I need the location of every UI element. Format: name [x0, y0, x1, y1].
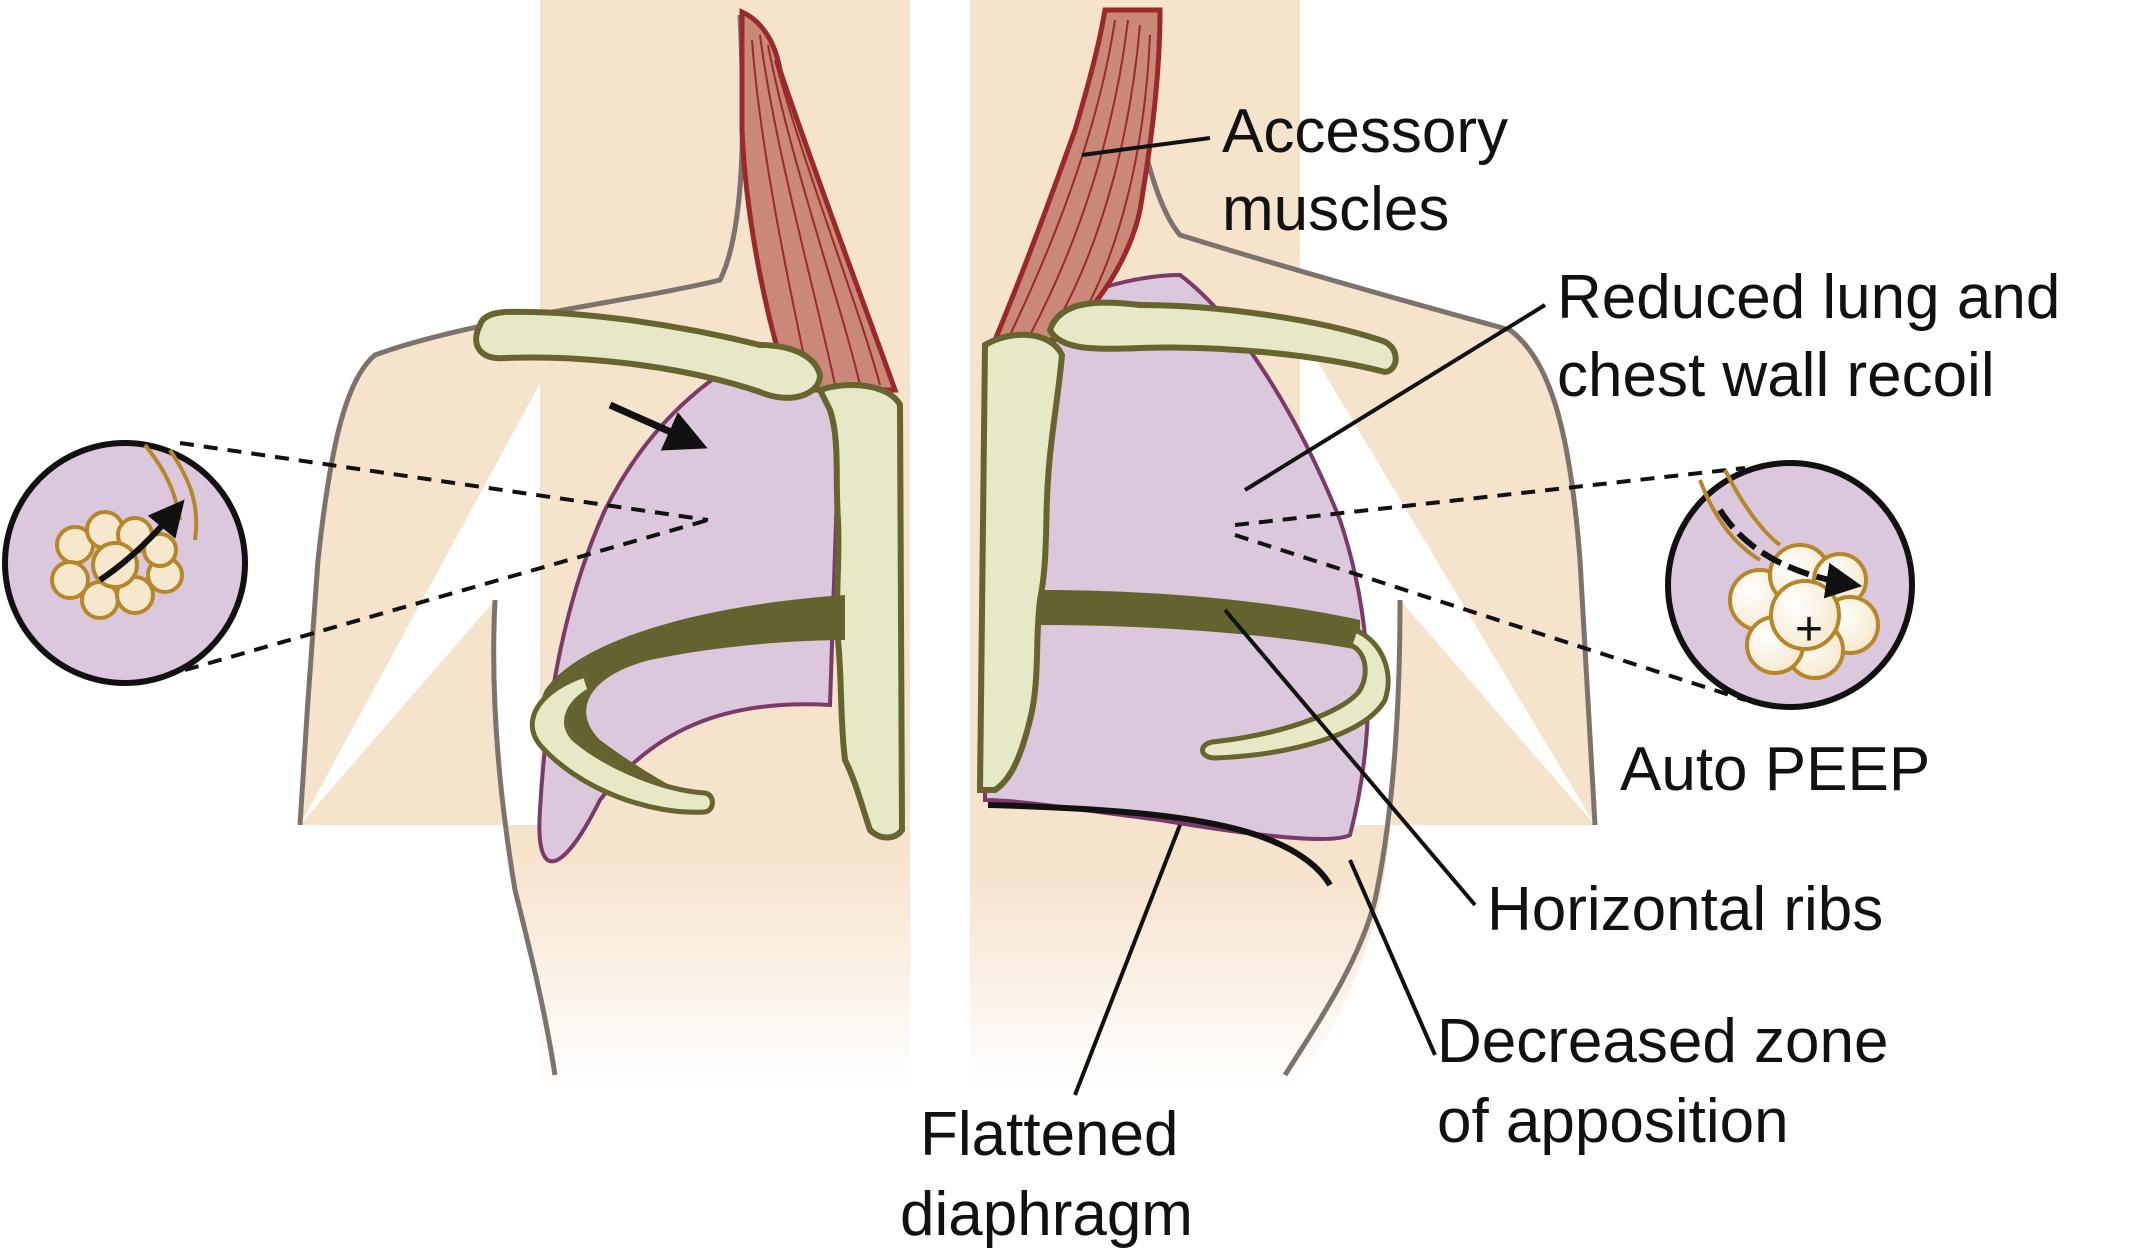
- label-decreased-zone-line1: Decreased zone: [1437, 1007, 1889, 1076]
- label-horizontal-ribs: Horizontal ribs: [1487, 875, 1883, 944]
- label-flattened-diaphragm-line2: diaphragm: [900, 1180, 1193, 1249]
- label-decreased-zone-line2: of apposition: [1437, 1087, 1789, 1156]
- label-auto-peep: Auto PEEP: [1620, 735, 1930, 804]
- leader-decreased-zone: [1350, 860, 1435, 1055]
- plus-sign: +: [1795, 603, 1823, 656]
- label-flattened-diaphragm-line1: Flattened: [920, 1100, 1179, 1169]
- label-accessory-muscles-line2: muscles: [1222, 175, 1449, 244]
- label-reduced-recoil-line1: Reduced lung and: [1557, 263, 2060, 332]
- label-reduced-recoil-line2: chest wall recoil: [1557, 341, 1995, 410]
- left-torso: [300, 0, 910, 1090]
- label-accessory-muscles-line1: Accessory: [1222, 97, 1508, 166]
